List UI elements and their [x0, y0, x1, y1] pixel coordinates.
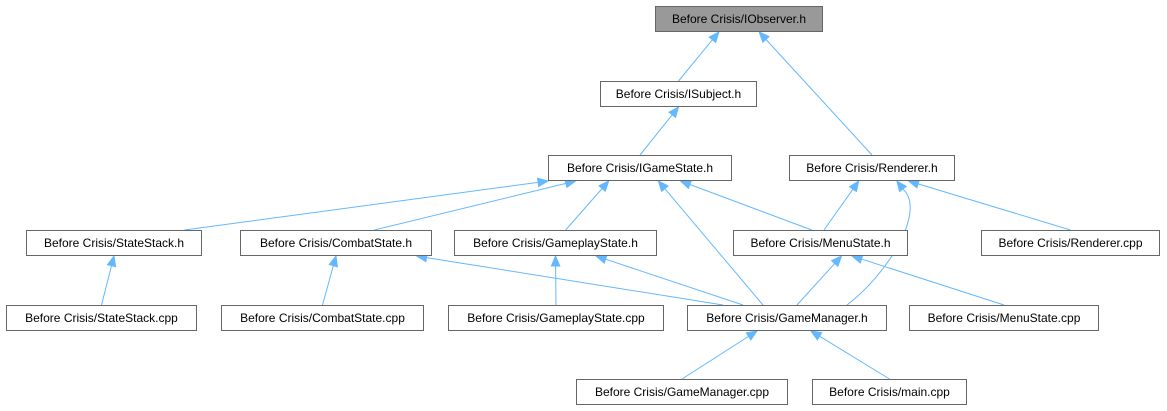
edge-arrowhead [550, 254, 561, 267]
edge-line [819, 335, 890, 380]
node-statestack-cpp[interactable]: Before Crisis/StateStack.cpp [6, 305, 197, 331]
node-gamemanager-cpp[interactable]: Before Crisis/GameManager.cpp [576, 379, 788, 405]
edge-line [639, 114, 673, 156]
edge-arrowhead [708, 31, 720, 44]
edge-arrowhead [668, 105, 680, 119]
edge-arrowhead [809, 330, 823, 341]
edge-arrowhead [850, 254, 864, 264]
node-gameplaystate-h[interactable]: Before Crisis/GameplayState.h [454, 230, 657, 256]
edge-line [917, 183, 1071, 231]
edge-menustate-h-to-igamestate [679, 180, 812, 231]
edge-line [681, 335, 749, 380]
edge-statestack-cpp-to-statestack-h [101, 254, 117, 306]
edge-arrowhead [848, 179, 860, 193]
edge-arrowhead [679, 180, 693, 190]
edge-arrowhead [106, 254, 117, 268]
edge-arrowhead [830, 255, 843, 268]
edge-gameplaystate-h-to-igamestate [565, 180, 610, 231]
edge-gamemanager-h-to-gameplaystate-h [594, 254, 744, 306]
edge-combatstate-cpp-to-combatstate-h [322, 254, 338, 306]
node-statestack-h[interactable]: Before Crisis/StateStack.h [26, 230, 202, 256]
edge-renderer-h-to-iobserver [758, 31, 873, 156]
edge-main-cpp-to-gamemanager-h [809, 330, 890, 380]
node-menustate-h[interactable]: Before Crisis/MenuState.h [733, 230, 908, 256]
edge-arrowhead [594, 254, 608, 265]
edge-line [374, 182, 567, 231]
edge-arrowhead [745, 330, 759, 341]
edge-line [861, 258, 1005, 306]
edge-gameplaystate-cpp-to-gameplaystate-h [550, 254, 561, 306]
edge-gamemanager-h-to-menustate-h [796, 255, 843, 306]
edge-line [101, 265, 113, 306]
node-main-cpp[interactable]: Before Crisis/main.cpp [812, 379, 967, 405]
node-menustate-cpp[interactable]: Before Crisis/MenuState.cpp [909, 305, 1099, 331]
edge-arrowhead [536, 177, 550, 188]
edge-statestack-h-to-igamestate [184, 177, 550, 231]
edge-line [664, 188, 764, 306]
edge-menustate-cpp-to-menustate-h [850, 254, 1005, 306]
edge-arrowhead [907, 179, 921, 189]
edge-combatstate-h-to-igamestate [374, 178, 577, 231]
edge-line [689, 184, 812, 231]
node-renderer-cpp[interactable]: Before Crisis/Renderer.cpp [981, 230, 1160, 256]
edge-arrowhead [328, 254, 338, 268]
edge-line [765, 39, 873, 156]
node-gamemanager-h[interactable]: Before Crisis/GameManager.h [687, 305, 887, 331]
edge-arrowhead [896, 179, 908, 193]
edge-gamemanager-h-to-combatstate-h [415, 252, 724, 306]
edge-line [184, 181, 539, 231]
edge-line [678, 39, 713, 82]
node-isubject-h[interactable]: Before Crisis/ISubject.h [600, 81, 757, 107]
edge-arrowhead [758, 31, 770, 44]
node-renderer-h[interactable]: Before Crisis/Renderer.h [789, 155, 955, 181]
edge-line [322, 265, 334, 306]
edge-gamemanager-h-to-igamestate [657, 180, 764, 306]
edge-line [565, 188, 603, 231]
edge-isubject-to-iobserver [678, 31, 720, 82]
edge-line [823, 188, 854, 231]
edge-line [796, 263, 836, 306]
node-iobserver-h: Before Crisis/IObserver.h [655, 6, 823, 32]
node-combatstate-cpp[interactable]: Before Crisis/CombatState.cpp [221, 305, 424, 331]
node-gameplaystate-cpp[interactable]: Before Crisis/GameplayState.cpp [448, 305, 664, 331]
edge-arrowhead [598, 180, 610, 193]
edge-arrowhead [657, 180, 669, 193]
edge-igamestate-to-isubject [639, 105, 680, 156]
edge-line [605, 258, 744, 306]
node-combatstate-h[interactable]: Before Crisis/CombatState.h [240, 230, 432, 256]
edge-line [426, 257, 724, 306]
edge-gamemanager-cpp-to-gamemanager-h [681, 330, 759, 380]
edge-menustate-h-to-renderer-h [823, 179, 860, 231]
node-igamestate-h[interactable]: Before Crisis/IGameState.h [548, 155, 732, 181]
edge-renderer-cpp-to-renderer-h [907, 179, 1071, 231]
